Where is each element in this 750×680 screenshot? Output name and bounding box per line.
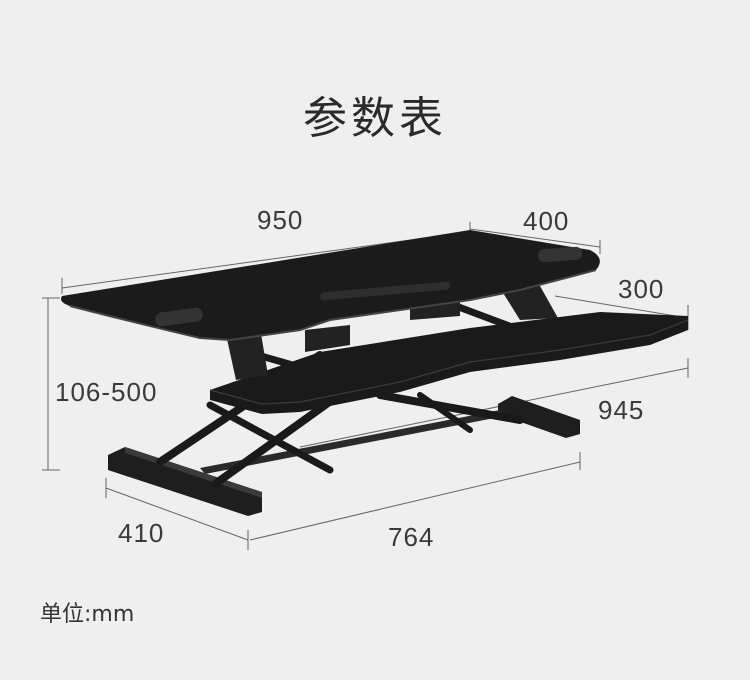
dimension-keyboard-depth: 300	[618, 274, 665, 304]
dimension-lines	[42, 222, 689, 550]
dimension-keyboard-width: 945	[598, 395, 645, 425]
dimension-top-depth: 400	[523, 206, 570, 236]
device-slot	[320, 281, 450, 301]
dimension-base-width: 764	[388, 522, 435, 552]
keyboard-tray	[209, 312, 689, 414]
desk-base	[108, 396, 580, 516]
desk-top	[61, 230, 600, 342]
page-title: 参数表	[303, 93, 447, 144]
dimension-height-range: 106-500	[55, 377, 158, 407]
handle-cutout-left	[155, 307, 203, 327]
dimension-top-width: 950	[257, 205, 304, 235]
handle-cutout-right	[538, 246, 583, 263]
unit-label: 单位:mm	[40, 602, 135, 627]
dimension-base-depth: 410	[118, 518, 165, 548]
